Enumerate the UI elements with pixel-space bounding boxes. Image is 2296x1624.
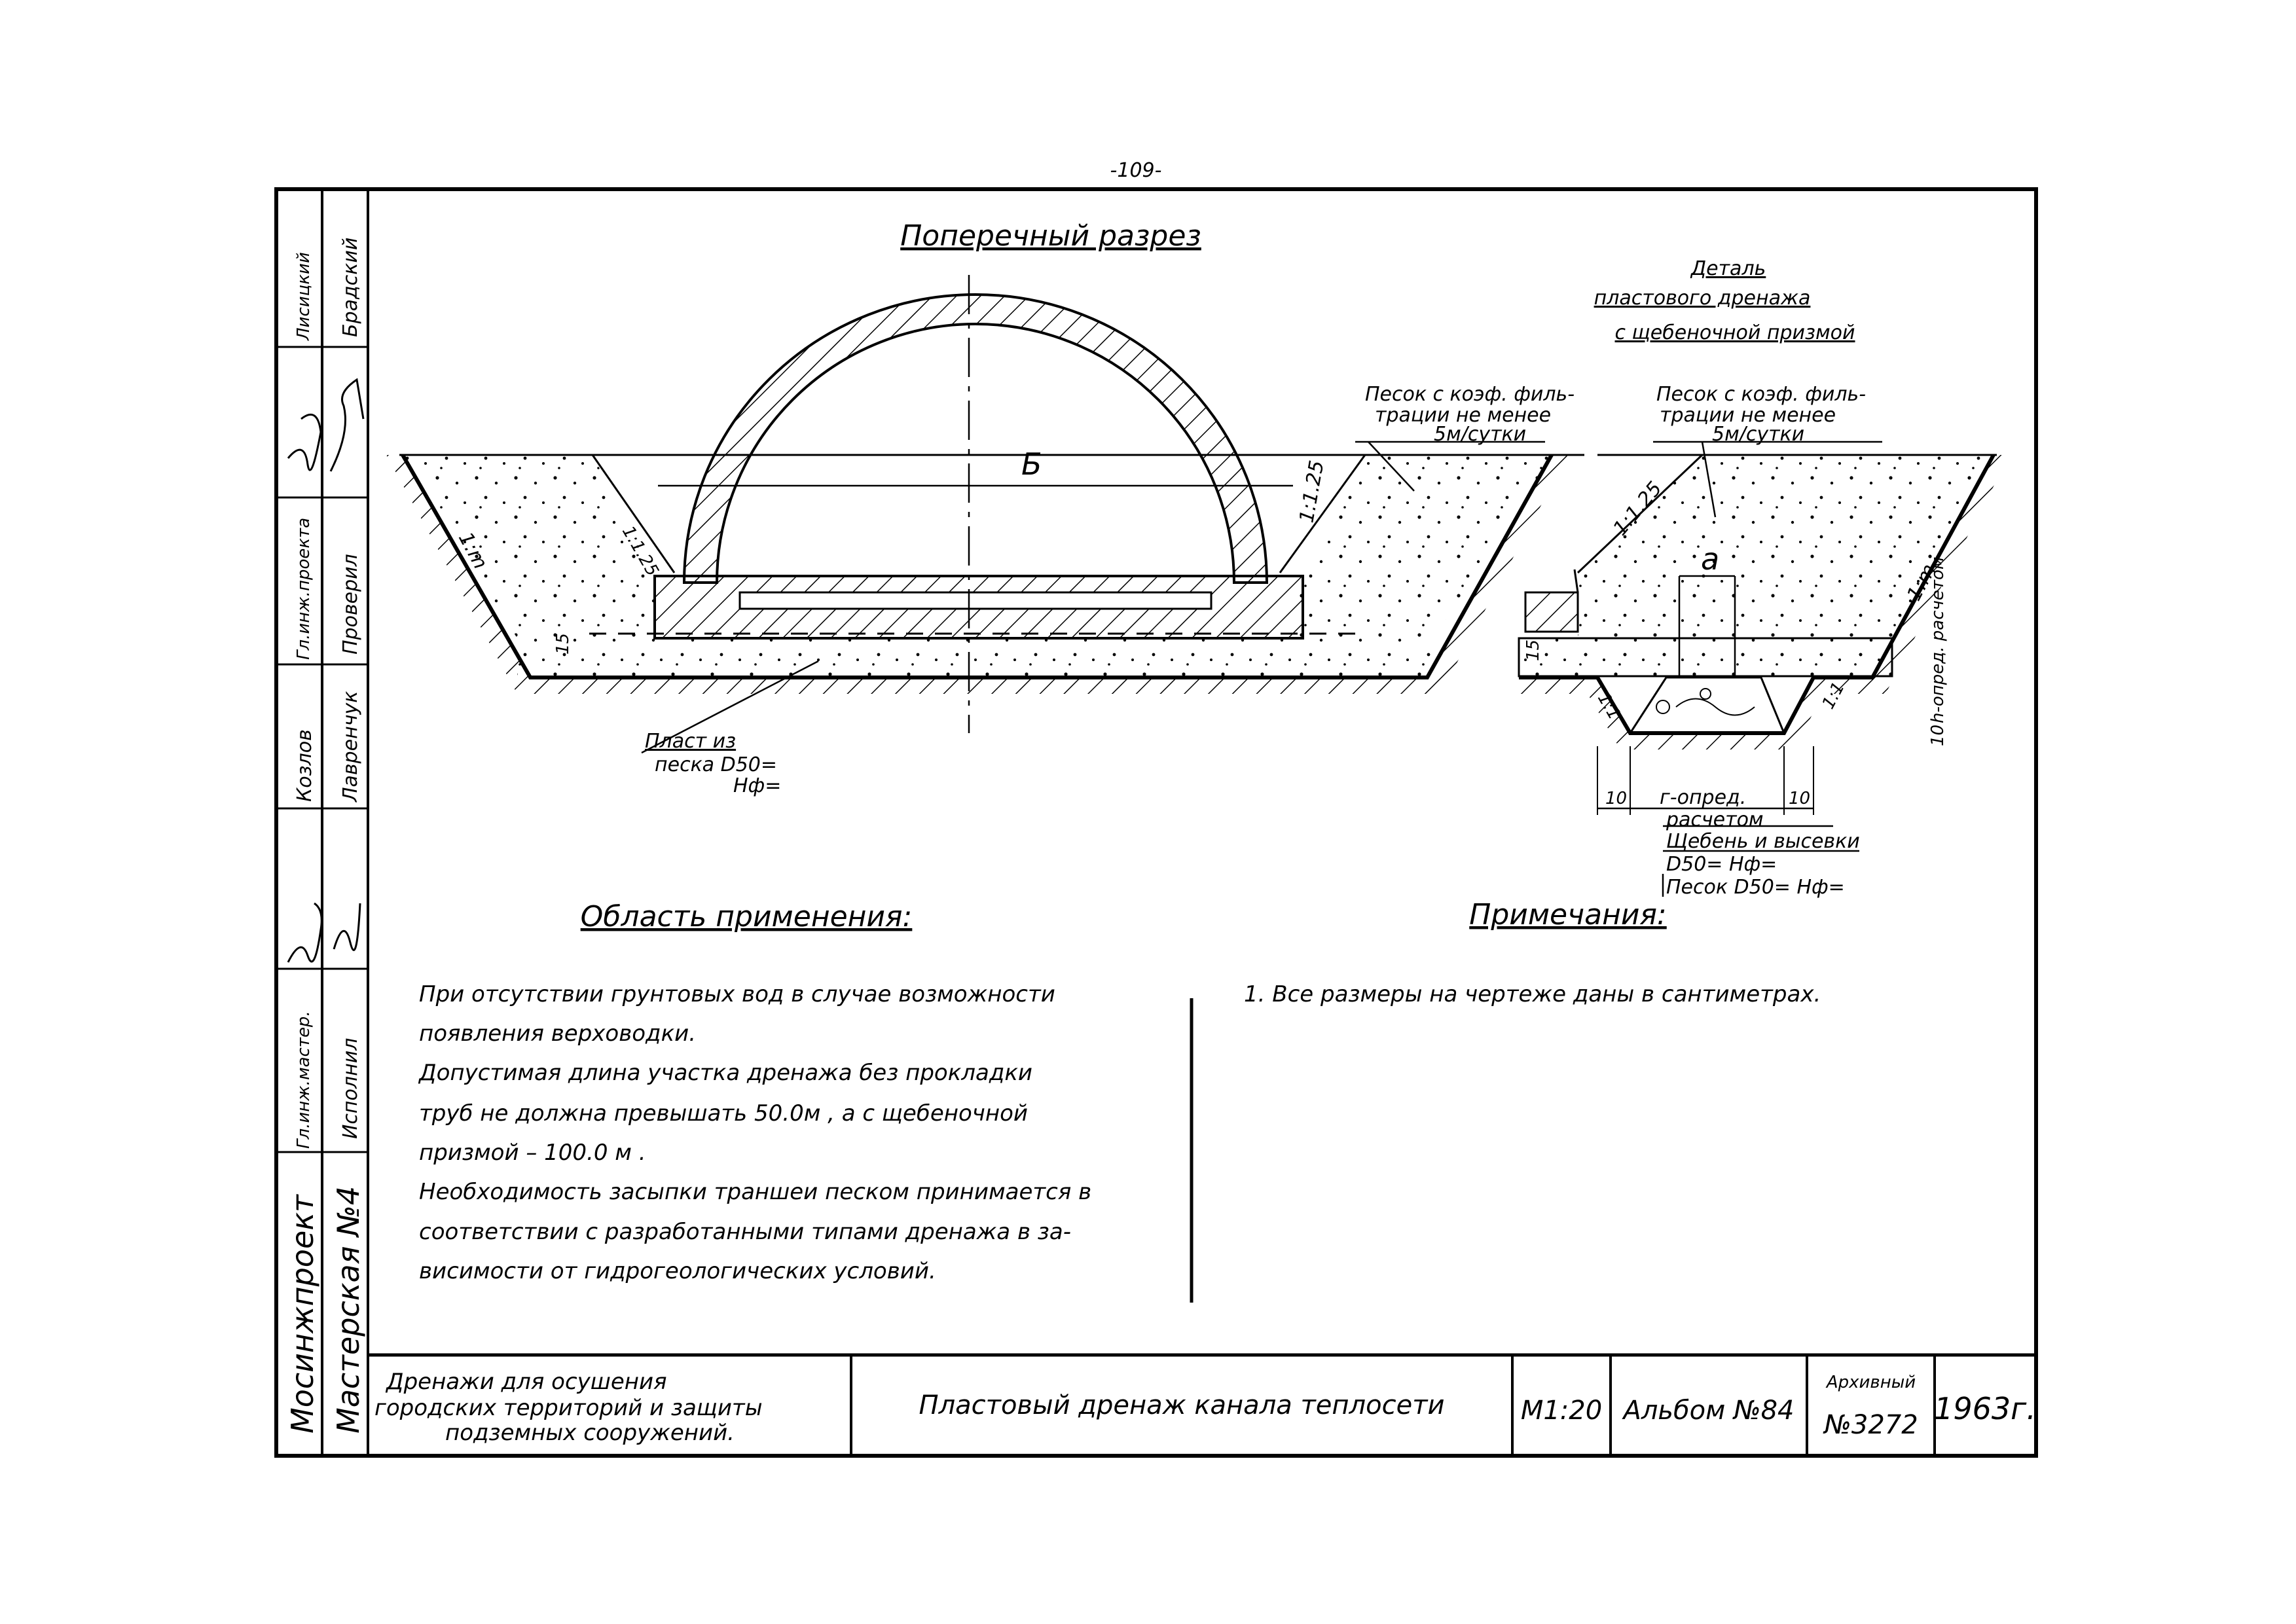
detail-sand-note-3: 5м/сутки: [1712, 423, 1804, 446]
year: 1963г.: [1934, 1391, 2036, 1426]
dim-a: а: [1701, 541, 1719, 577]
sand-fill-left: [403, 455, 655, 638]
cs-layer-note-1: Пласт из: [645, 730, 736, 753]
side-role-checked: Проверил: [339, 554, 362, 655]
side-name-bradsky: Брадский: [339, 238, 362, 337]
notes: Примечания: 1. Все размеры на чертеже да…: [1244, 898, 1821, 1007]
application-line-8: висимости от гидрогеологических условий.: [419, 1258, 936, 1284]
sand-layer: [517, 638, 1434, 677]
archive-label: Архивный: [1825, 1373, 1916, 1392]
application-line-1: При отсутствии грунтовых вод в случае во…: [419, 981, 1055, 1007]
drawing-title: Пластовый дренаж канала теплосети: [919, 1390, 1445, 1420]
album: Альбом №84: [1621, 1396, 1794, 1426]
signature-2: [333, 903, 361, 951]
application-line-2: появления верховодки.: [419, 1020, 696, 1047]
sheet-frame: [274, 187, 2038, 1458]
title-block: Дренажи для осушения городских территори…: [368, 1353, 2036, 1456]
gravel-prism: [1628, 676, 1786, 734]
cross-section-title: Поперечный разрез: [900, 219, 1201, 253]
width-label: Б: [1021, 446, 1042, 482]
base-top-slab: [738, 591, 1212, 610]
side-workshop: Мастерская №4: [331, 1186, 366, 1434]
side-org: Мосинжпроект: [285, 1194, 320, 1434]
application-line-4: труб не должна превышать 50.0м , а с щеб…: [419, 1100, 1028, 1127]
detail-sand-note-2: трации не менее: [1660, 404, 1836, 427]
cs-layer-note-3: Нф=: [733, 774, 781, 797]
detail-title-2: пластового дренажа: [1594, 287, 1811, 310]
cs-sand-note-1: Песок с коэф. филь-: [1365, 383, 1575, 406]
cross-section: Поперечный разрез Б 1:1.25 1:1.25 1:m 15: [386, 219, 1584, 797]
signature-3: [287, 413, 322, 471]
detail-gravel-note-1: Щебень и высевки: [1666, 830, 1860, 853]
detail-dim-10-vert: 10: [1928, 725, 1948, 746]
side-role-chief-project: Гл.инж.проекта: [294, 518, 314, 660]
sand-fill-right: [1296, 455, 1552, 638]
series-line-2: городских территорий и защиты: [374, 1395, 763, 1421]
signature-1: [287, 902, 323, 963]
detail-dim-10-right: 10: [1789, 789, 1810, 808]
scale: М1:20: [1521, 1396, 1602, 1426]
note-1: 1. Все размеры на чертеже даны в сантиме…: [1244, 981, 1821, 1007]
side-stamp: Мосинжпроект Мастерская №4 Исполнил Гл.и…: [285, 238, 366, 1434]
side-name-lisitsky: Лисицкий: [294, 252, 314, 341]
detail-dim-g-2: расчетом: [1666, 808, 1764, 831]
cs-sand-note-3: 5м/сутки: [1434, 423, 1526, 446]
detail-dim-g-1: г-опред.: [1660, 786, 1746, 809]
detail-title-1: Деталь: [1690, 257, 1766, 280]
side-name-lavrenchuk: Лавренчук: [339, 691, 362, 803]
application-title: Область применения:: [581, 900, 913, 933]
archive-number: №3272: [1823, 1410, 1918, 1440]
series-line-3: подземных сооружений.: [445, 1420, 735, 1446]
channel-arch: [682, 293, 1269, 584]
cs-layer-note-2: песка D50=: [655, 753, 777, 776]
application-line-7: соответствии с разработанными типами дре…: [419, 1219, 1071, 1245]
slope-inner-right: 1:1.25: [1295, 459, 1328, 525]
cs-sand-note-2: трации не менее: [1375, 404, 1551, 427]
side-role-chief-workshop: Гл.инж.мастер.: [294, 1011, 314, 1149]
detail-dim-h: h-опред. расчетом: [1928, 556, 1948, 723]
detail-sand-param: Песок D50= Нф=: [1666, 876, 1845, 899]
application-line-3: Допустимая длина участка дренажа без про…: [418, 1060, 1032, 1086]
notes-title: Примечания:: [1469, 898, 1667, 931]
detail-sand-note-1: Песок с коэф. филь-: [1656, 383, 1866, 406]
detail-dim-10-left: 10: [1605, 789, 1627, 808]
soil-hatch: [386, 455, 1568, 694]
detail-sand-fill: [1578, 455, 1994, 658]
detail-gravel-note-2: D50= Нф=: [1666, 853, 1777, 876]
detail-soil-hatch: [1519, 455, 2010, 749]
detail-title-3: с щебеночной призмой: [1615, 321, 1855, 344]
dim-15: 15: [553, 633, 573, 655]
detail-dim-15: 15: [1523, 640, 1543, 661]
application-line-6: Необходимость засыпки траншеи песком при…: [419, 1179, 1091, 1205]
detail-channel-base: [1524, 591, 1579, 633]
series-line-1: Дренажи для осушения: [385, 1369, 667, 1395]
application-area: Область применения: При отсутствии грунт…: [418, 900, 1091, 1284]
application-line-5: призмой – 100.0 м .: [419, 1140, 646, 1166]
page-number: -109-: [1110, 159, 1162, 182]
detail-section: Деталь пластового дренажа с щебеночной п…: [1518, 257, 2010, 899]
side-name-kozlov: Козлов: [293, 729, 316, 802]
signature-4: [329, 378, 365, 472]
side-role-executed: Исполнил: [339, 1038, 362, 1139]
